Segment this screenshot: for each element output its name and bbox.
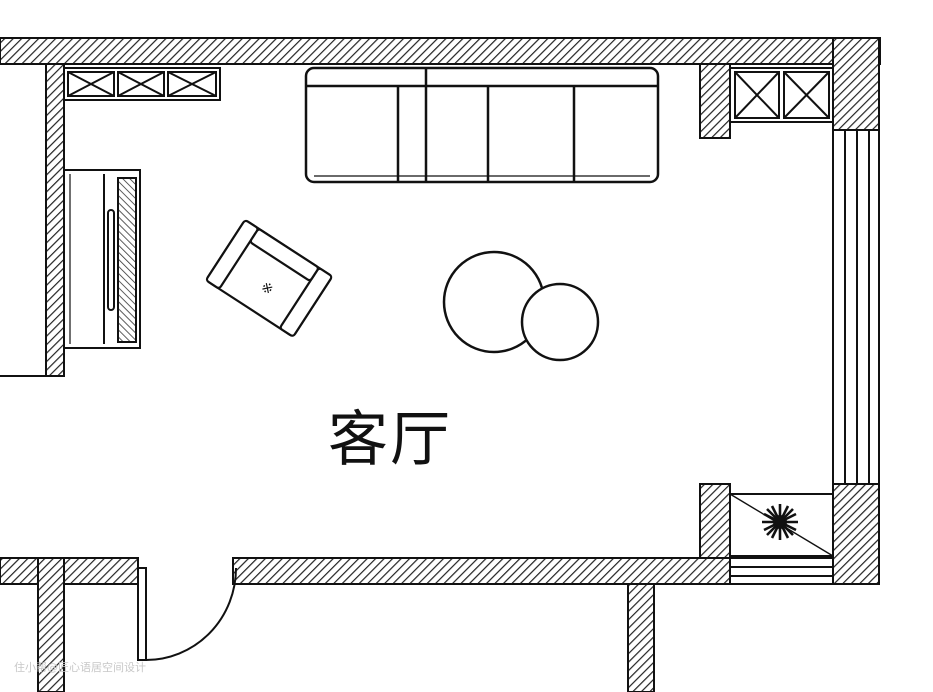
top-right-cabinet — [729, 67, 834, 123]
tv-cabinet-icon — [63, 169, 141, 349]
coffee-table-icon — [442, 250, 600, 362]
pillar-upper — [699, 63, 731, 139]
door-swing-icon — [137, 567, 237, 661]
right-wall-lower — [832, 483, 880, 585]
bottom-wall-left — [0, 557, 139, 585]
pillar-lower — [699, 483, 731, 559]
walls — [0, 37, 881, 692]
plant-icon — [729, 493, 834, 557]
window-icon — [832, 129, 880, 485]
lower-left-wall — [37, 557, 65, 692]
sofa-icon — [304, 66, 660, 184]
right-wall-upper — [832, 37, 880, 131]
lower-mid-wall — [627, 583, 655, 692]
left-room-edge — [0, 63, 64, 585]
watermark-text: 住小帮@匠心语居空间设计 — [14, 661, 146, 674]
room-label: 客厅 — [328, 405, 452, 475]
top-left-cabinet — [63, 67, 221, 101]
bottom-window — [729, 557, 834, 585]
armchair-icon: ※ — [205, 219, 333, 337]
left-wall — [45, 63, 65, 377]
top-wall — [0, 37, 881, 65]
